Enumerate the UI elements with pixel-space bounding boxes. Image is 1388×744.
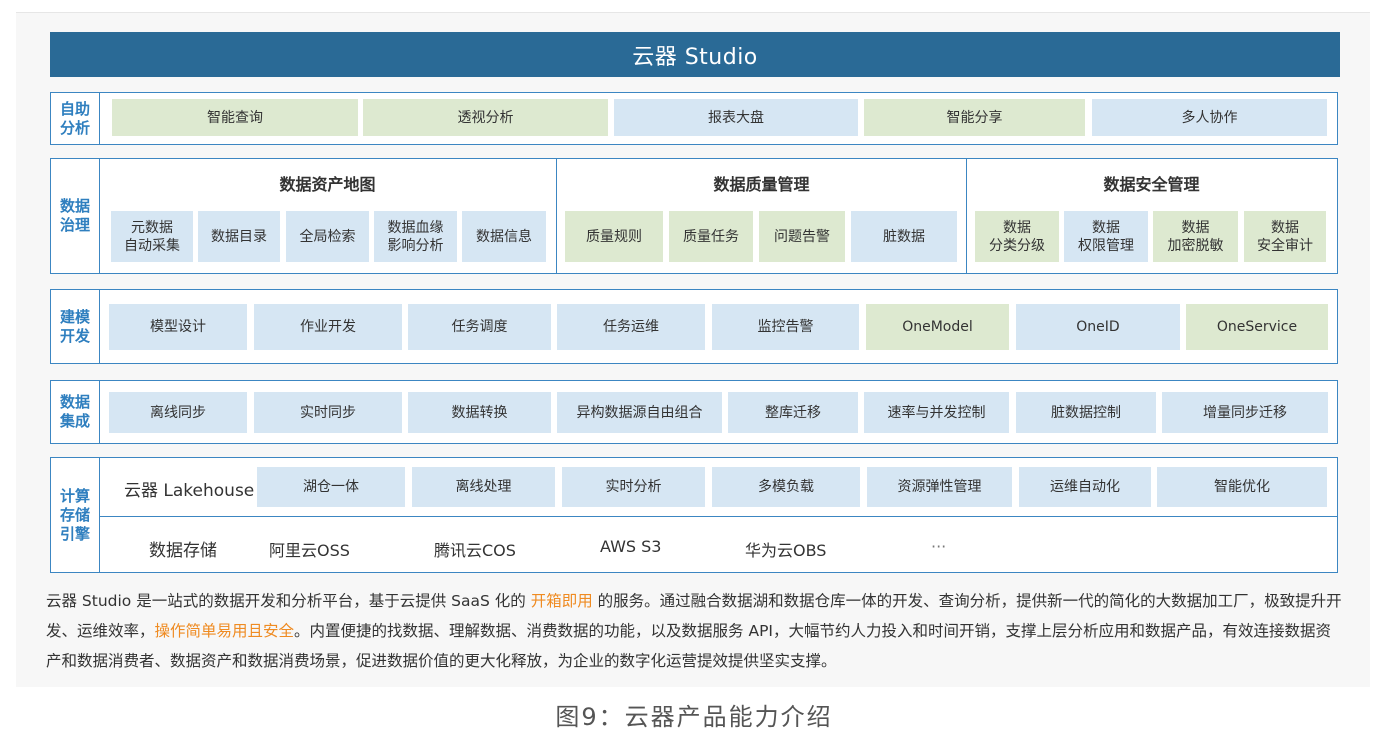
row-data-governance: 数据 治理 数据资产地图 元数据 自动采集 数据目录 全局检索 数据血缘 影响分… [50,158,1338,274]
group-quality-mgmt: 数据质量管理 质量规则 质量任务 问题告警 脏数据 [557,159,967,273]
item-job-dev: 作业开发 [254,304,402,350]
group-title-asset-map: 数据资产地图 [279,175,376,194]
item-data-lineage: 数据血缘 影响分析 [374,211,457,262]
item-model-design: 模型设计 [109,304,247,350]
group-security-mgmt: 数据安全管理 数据 分类分级 数据 权限管理 数据 加密脱敏 数据 安全审计 [967,159,1336,273]
item-dirty-data-control: 脏数据控制 [1016,392,1156,433]
group-title-security: 数据安全管理 [1103,175,1200,194]
row-compute-storage-engine: 计算 存储 引擎 云器 Lakehouse 湖仓一体 离线处理 实时分析 多模负… [50,457,1338,573]
lakehouse-label: 云器 Lakehouse [124,481,255,501]
item-collaboration: 多人协作 [1092,99,1327,136]
row-label-integration: 数据 集成 [51,381,100,443]
item-multimodal-load: 多模负载 [712,467,860,507]
item-task-ops: 任务运维 [557,304,705,350]
item-rate-concurrency: 速率与并发控制 [864,392,1009,433]
item-task-schedule: 任务调度 [408,304,551,350]
item-quality-rules: 质量规则 [565,211,663,262]
item-issue-alerts: 问题告警 [759,211,845,262]
storage-label: 数据存储 [149,541,217,561]
row-self-service-analysis: 自助 分析 智能查询 透视分析 报表大盘 智能分享 多人协作 [50,92,1338,145]
item-quality-tasks: 质量任务 [669,211,753,262]
item-oneid: OneID [1016,304,1180,350]
row-label-governance: 数据 治理 [51,159,100,273]
studio-banner: 云器 Studio [50,32,1340,77]
item-offline-sync: 离线同步 [109,392,247,433]
description-paragraph: 云器 Studio 是一站式的数据开发和分析平台，基于云提供 SaaS 化的 开… [46,586,1346,676]
storage-aliyun-oss: 阿里云OSS [269,541,350,560]
storage-aws-s3: AWS S3 [600,537,662,556]
row-label-modeling: 建模 开发 [51,290,100,363]
row-modeling-dev: 建模 开发 模型设计 作业开发 任务调度 任务运维 监控告警 OneModel … [50,289,1338,364]
desc-highlight-easy-safe: 操作简单易用且安全 [154,622,295,640]
item-oneservice: OneService [1186,304,1328,350]
item-db-migration: 整库迁移 [728,392,858,433]
engine-divider [99,516,1337,517]
storage-tencent-cos: 腾讯云COS [434,541,516,560]
item-heterogeneous-sources: 异构数据源自由组合 [557,392,722,433]
figure-caption: 图9：云器产品能力介绍 [555,703,833,731]
item-data-info: 数据信息 [462,211,546,262]
row-label-engine: 计算 存储 引擎 [51,458,100,572]
item-elastic-resources: 资源弹性管理 [867,467,1012,507]
item-global-search: 全局检索 [286,211,369,262]
item-ops-automation: 运维自动化 [1019,467,1151,507]
item-data-classification: 数据 分类分级 [975,211,1059,262]
desc-part-3: 。内置便捷的找数据、理解数据、消费数据的功能，以及数据服务 API，大幅节约人力… [46,622,1331,670]
item-smart-query: 智能查询 [112,99,358,136]
item-monitor-alert: 监控告警 [712,304,859,350]
item-permission-mgmt: 数据 权限管理 [1064,211,1148,262]
item-encryption-masking: 数据 加密脱敏 [1153,211,1238,262]
item-data-catalog: 数据目录 [198,211,280,262]
row-label-self-service: 自助 分析 [51,93,100,144]
item-onemodel: OneModel [866,304,1009,350]
storage-more: ··· [931,537,947,556]
item-lakehouse-unified: 湖仓一体 [257,467,405,507]
item-dirty-data: 脏数据 [851,211,957,262]
storage-huawei-obs: 华为云OBS [745,541,827,560]
item-smart-optimize: 智能优化 [1157,467,1327,507]
item-realtime-sync: 实时同步 [254,392,402,433]
desc-part-2: 的服务。通过融合数据湖和数据仓库一体的开发、查询分析，提供新一代的简化的大数据加… [46,592,1342,640]
group-title-quality: 数据质量管理 [713,175,810,194]
item-data-transform: 数据转换 [408,392,551,433]
desc-part-1: 云器 Studio 是一站式的数据开发和分析平台，基于云提供 SaaS 化的 [46,592,531,610]
row-data-integration: 数据 集成 离线同步 实时同步 数据转换 异构数据源自由组合 整库迁移 速率与并… [50,380,1338,444]
desc-highlight-out-of-box: 开箱即用 [530,592,593,610]
item-smart-share: 智能分享 [864,99,1085,136]
item-metadata-collect: 元数据 自动采集 [111,211,193,262]
group-asset-map: 数据资产地图 元数据 自动采集 数据目录 全局检索 数据血缘 影响分析 数据信息 [99,159,557,273]
item-security-audit: 数据 安全审计 [1244,211,1326,262]
item-incremental-sync: 增量同步迁移 [1162,392,1328,433]
item-report-dashboard: 报表大盘 [614,99,858,136]
item-offline-processing: 离线处理 [412,467,555,507]
item-realtime-analysis: 实时分析 [562,467,705,507]
item-pivot-analysis: 透视分析 [363,99,608,136]
